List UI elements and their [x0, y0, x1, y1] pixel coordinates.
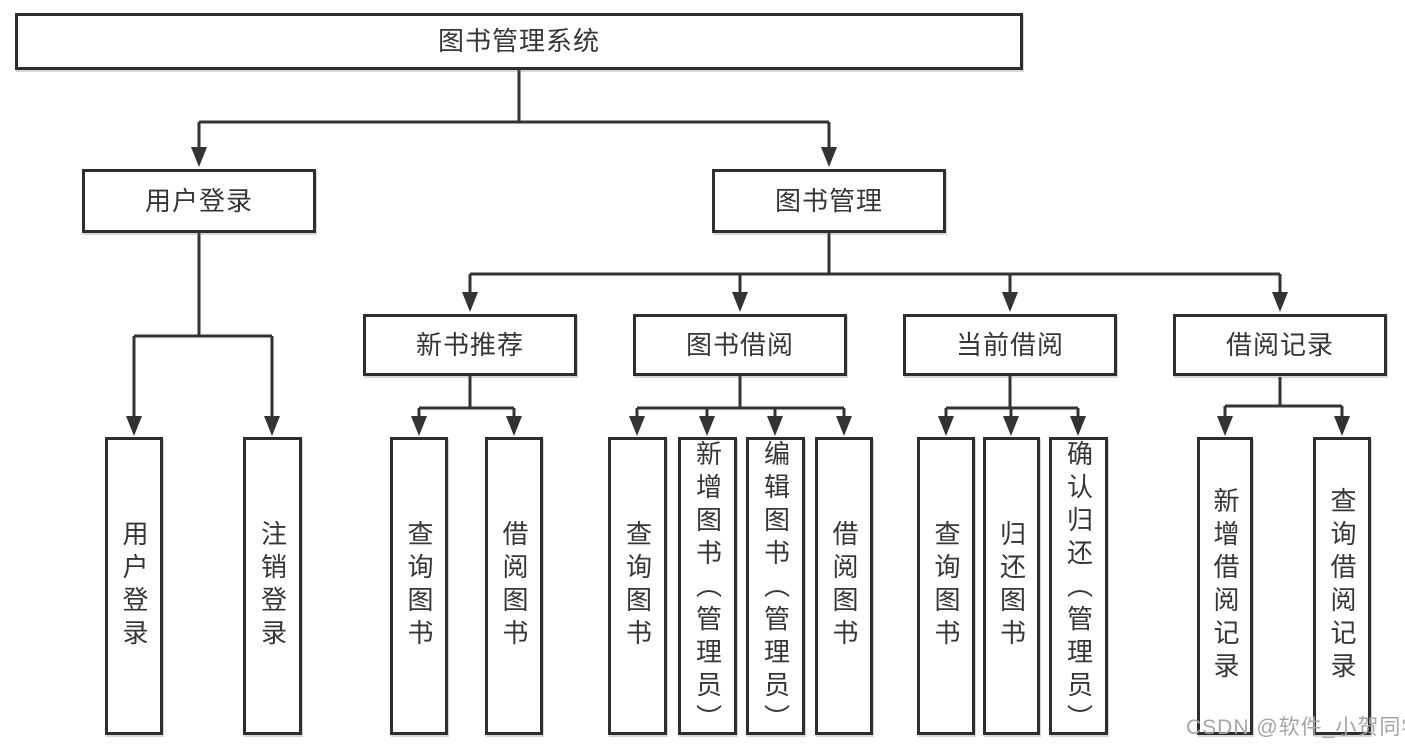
leaf-nbr-borrow-books-label: 借阅图书 — [499, 520, 529, 652]
node-book-management: 图书管理 — [712, 169, 946, 233]
leaf-logout-label: 注销登录 — [257, 520, 288, 652]
leaf-bb-query-books-label: 查询图书 — [622, 520, 653, 652]
leaf-br-add-record: 新增借阅记录 — [1197, 437, 1253, 735]
leaf-bb-borrow-books-label: 借阅图书 — [829, 520, 859, 652]
leaf-bb-add-books-admin-label: 新增图书（管理员） — [692, 440, 723, 737]
node-current-borrowing: 当前借阅 — [903, 314, 1117, 376]
leaf-logout: 注销登录 — [243, 437, 302, 735]
node-borrowing-records: 借阅记录 — [1173, 314, 1387, 376]
leaf-nbr-borrow-books: 借阅图书 — [485, 437, 543, 735]
leaf-cb-confirm-return-admin-label: 确认归还（管理员） — [1063, 440, 1094, 737]
node-new-book-recommend: 新书推荐 — [363, 314, 577, 376]
leaf-br-query-record: 查询借阅记录 — [1313, 437, 1371, 735]
node-root-label: 图书管理系统 — [437, 26, 600, 57]
leaf-br-query-record-label: 查询借阅记录 — [1327, 487, 1357, 685]
leaf-nbr-query-books-label: 查询图书 — [404, 520, 434, 652]
node-book-management-label: 图书管理 — [774, 185, 883, 216]
leaf-nbr-query-books: 查询图书 — [390, 437, 448, 735]
leaf-bb-add-books-admin: 新增图书（管理员） — [678, 437, 737, 737]
leaf-bb-edit-books-admin-label: 编辑图书（管理员） — [760, 440, 791, 737]
node-borrowing-records-label: 借阅记录 — [1225, 329, 1334, 360]
node-user-login-label: 用户登录 — [144, 185, 253, 216]
leaf-br-add-record-label: 新增借阅记录 — [1210, 487, 1240, 685]
leaf-bb-borrow-books: 借阅图书 — [815, 437, 873, 735]
arrowhead-icons — [126, 147, 1350, 436]
leaf-cb-confirm-return-admin: 确认归还（管理员） — [1049, 437, 1108, 737]
node-new-book-recommend-label: 新书推荐 — [415, 329, 524, 360]
leaf-cb-return-books: 归还图书 — [983, 437, 1040, 735]
node-book-borrowing: 图书借阅 — [633, 314, 847, 376]
leaf-cb-query-books: 查询图书 — [917, 437, 975, 735]
node-user-login: 用户登录 — [82, 169, 316, 233]
csdn-watermark: CSDN @软件_小贺同学 — [1186, 716, 1405, 739]
connector-path — [132, 70, 1344, 418]
leaf-cb-return-books-label: 归还图书 — [996, 520, 1027, 652]
node-book-borrowing-label: 图书借阅 — [685, 329, 794, 360]
leaf-cb-query-books-label: 查询图书 — [931, 520, 961, 652]
leaf-bb-edit-books-admin: 编辑图书（管理员） — [746, 437, 805, 737]
leaf-bb-query-books: 查询图书 — [608, 437, 667, 735]
leaf-user-login-label: 用户登录 — [119, 520, 149, 652]
node-root: 图书管理系统 — [15, 13, 1023, 70]
leaf-user-login: 用户登录 — [105, 437, 163, 735]
node-current-borrowing-label: 当前借阅 — [955, 329, 1064, 360]
